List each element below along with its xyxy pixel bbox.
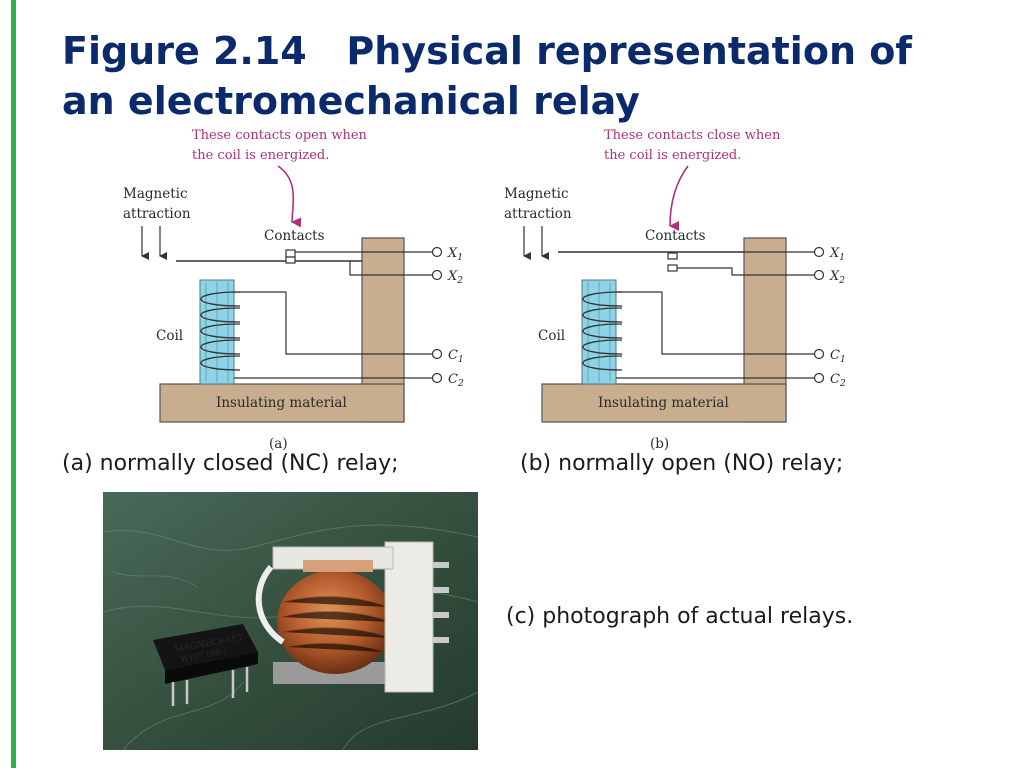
braided-wire xyxy=(255,564,285,645)
relay-photo-illustration: MAGNECRAFT W107 DIP-1 xyxy=(103,492,478,750)
caption-no-relay: (b) normally open (NO) relay; xyxy=(520,451,844,476)
contact-upper xyxy=(285,249,296,258)
coil-windings xyxy=(200,291,241,371)
accent-bar xyxy=(11,0,16,768)
terminal-x1 xyxy=(813,246,825,258)
wire-c1 xyxy=(234,291,437,355)
diagram-sublabel: (a) xyxy=(269,436,288,452)
coil-windings xyxy=(582,291,623,371)
callout-text-2: the coil is energized. xyxy=(604,148,741,163)
callout-text-1: These contacts close when xyxy=(604,128,781,143)
wire-c1 xyxy=(616,291,819,355)
callout-arrow xyxy=(669,165,689,232)
callout-text-1: These contacts open when xyxy=(192,128,368,143)
terminal-label-x2: X2 xyxy=(447,269,463,286)
insulating-base xyxy=(541,383,787,423)
wire-x2 xyxy=(677,267,819,276)
relay-diagram-nc: These contacts open when the coil is ene… xyxy=(110,122,510,452)
relay-pins xyxy=(433,562,449,643)
terminal-label-c2: C2 xyxy=(448,372,464,389)
coil-label: Coil xyxy=(156,328,183,344)
power-relay xyxy=(255,541,449,693)
terminal-label-c1: C1 xyxy=(830,348,846,365)
coil-label: Coil xyxy=(538,328,565,344)
terminal-c2 xyxy=(813,372,825,384)
title-line-1: Figure 2.14 Physical representation of xyxy=(62,29,912,73)
terminal-x1 xyxy=(431,246,443,258)
magnetic-label-1: Magnetic xyxy=(123,186,188,202)
relay-photograph: MAGNECRAFT W107 DIP-1 xyxy=(103,492,478,750)
caption-photograph: (c) photograph of actual relays. xyxy=(506,604,854,629)
dip-relay-pins xyxy=(171,667,249,706)
insulating-label: Insulating material xyxy=(598,395,729,411)
terminal-c2 xyxy=(431,372,443,384)
diagram-sublabel: (b) xyxy=(650,436,669,452)
caption-nc-relay: (a) normally closed (NC) relay; xyxy=(62,451,399,476)
terminal-x2 xyxy=(813,269,825,281)
magnetic-label-1: Magnetic xyxy=(504,186,569,202)
terminal-label-c2: C2 xyxy=(830,372,846,389)
contact-lower xyxy=(285,256,296,264)
terminal-label-x1: X1 xyxy=(829,246,845,263)
terminal-label-x2: X2 xyxy=(829,269,845,286)
terminal-c1 xyxy=(431,348,443,360)
relay-diagram-nc-svg: These contacts open when the coil is ene… xyxy=(123,128,464,452)
magnetic-label-2: attraction xyxy=(504,206,572,222)
terminal-label-c1: C1 xyxy=(448,348,464,365)
dip-relay-body xyxy=(153,624,258,670)
contact-upper xyxy=(667,252,678,260)
callout-text-2: the coil is energized. xyxy=(192,148,329,163)
magnetic-label-2: attraction xyxy=(123,206,191,222)
terminal-x2 xyxy=(431,269,443,281)
relay-diagram-no-svg: These contacts close when the coil is en… xyxy=(504,128,846,452)
title-line-2: an electromechanical relay xyxy=(62,79,640,123)
terminal-label-x1: X1 xyxy=(447,246,463,263)
wire-x2 xyxy=(349,261,437,276)
slide-title: Figure 2.14 Physical representation of an… xyxy=(62,26,1002,126)
copper-coil xyxy=(277,570,393,674)
relay-diagram-no: These contacts close when the coil is en… xyxy=(492,122,892,452)
relay-armature xyxy=(303,560,373,572)
contacts-label: Contacts xyxy=(645,228,706,244)
callout-arrow xyxy=(277,165,302,228)
terminal-c1 xyxy=(813,348,825,360)
dip-reed-relay: MAGNECRAFT W107 DIP-1 xyxy=(153,624,258,706)
insulating-label: Insulating material xyxy=(216,395,347,411)
insulating-base xyxy=(159,383,405,423)
contact-lower xyxy=(667,264,678,272)
contacts-label: Contacts xyxy=(264,228,325,244)
